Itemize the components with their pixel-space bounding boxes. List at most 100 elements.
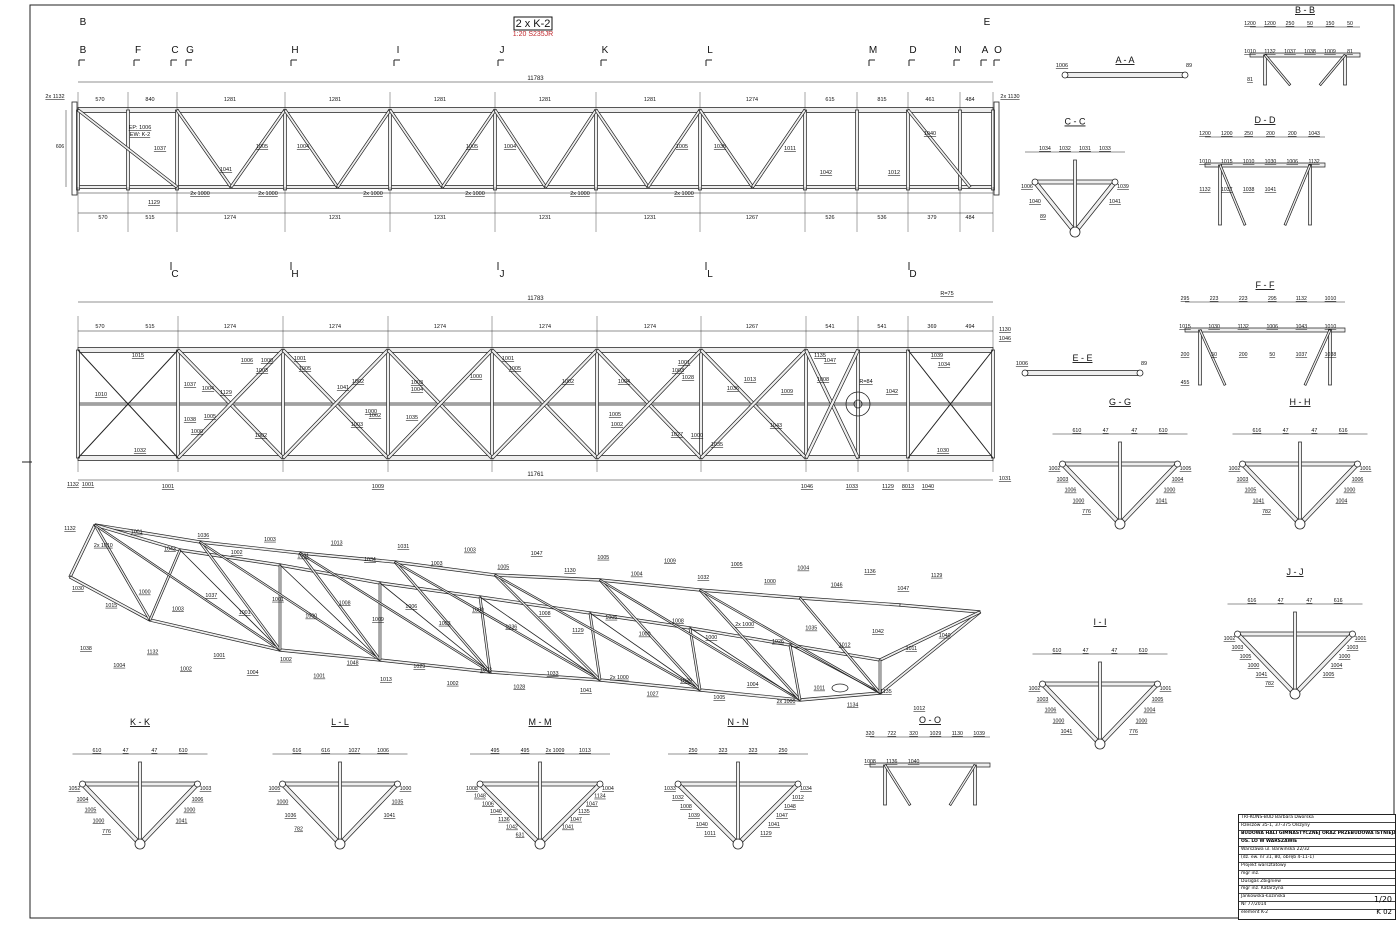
section-label: 81 [1247,77,1253,83]
member-label: 2x 1132 [45,94,64,100]
section-label: 1047 [570,817,582,823]
section-web [1040,682,1102,746]
dimension-bottom: 536 [877,215,886,221]
section-label: 1041 [176,818,188,824]
section-label: 1048 [784,804,796,810]
section-title: K - K [130,717,150,727]
member-label: 1005 [509,366,521,372]
section-label: 1038 [1243,187,1255,193]
transverse-member [386,349,390,459]
section-post [138,761,142,845]
iso-label: 1004 [747,682,759,688]
member-label: 1046 [801,484,813,490]
dimension-top: 1281 [329,97,341,103]
section-top-node [1349,630,1356,638]
member-label: 1003 [672,368,684,374]
section-label: 1001 [1160,686,1172,692]
diagonal [76,108,179,189]
section-label: 1004 [1336,498,1348,504]
section-marker-top: H [291,45,298,56]
section-label: 47 [1083,648,1089,654]
dimension-top: 570 [95,97,104,103]
member-label: 1034 [938,362,950,368]
iso-label: 1041 [580,688,592,694]
iso-label: 1034 [364,557,376,563]
iso-label: 1004 [113,663,125,669]
drawing-title: 2 x K-2 [516,18,551,30]
tb-sheet-number: K 02 [1376,908,1392,917]
section-post [1118,441,1122,525]
member-label: 1004 [411,387,423,393]
iso-label: 1005 [497,564,509,570]
section-post [1198,329,1202,386]
member-label: 1030 [937,448,949,454]
section-post [1218,164,1222,226]
member-label: 1037 [154,146,166,152]
iso-post [393,560,492,674]
section-label: 1136 [498,817,509,823]
iso-label: 1013 [380,677,392,683]
vertical-post [388,109,392,191]
iso-label: 1135 [880,689,891,695]
section-label: 1032 [1059,146,1071,152]
section-label: 1000 [1053,718,1065,724]
section-label: 1005 [1240,654,1252,660]
section-label: 1004 [1331,663,1343,669]
tb-scale: 1/20 [1374,895,1392,905]
section-label: 250 [779,748,788,754]
section-top-node [1234,630,1241,638]
section-label: 722 [887,731,896,737]
section-label: 1046 [490,809,502,815]
section-label: 250 [1286,21,1295,27]
section-bottom-node [134,838,146,850]
dimension-top: 369 [927,324,936,330]
section-label: 1000 [1136,718,1148,724]
section-label: 89 [1186,63,1192,69]
iso-label: 1032 [697,575,709,581]
section-top-node [279,780,286,788]
iso-diagonal-light [479,596,601,681]
section-marker-bottom: D [909,269,916,280]
iso-diagonal-light [789,644,881,694]
transverse-member [804,349,808,459]
iso-label: 2x 1000 [610,675,629,681]
iso-chord [68,523,97,579]
section-label: 495 [521,748,530,754]
section-label: 1008 [864,759,876,765]
section-post [736,761,740,845]
section-label: 81 [1347,49,1353,55]
iso-label: 1003 [172,606,184,612]
section-label: 1034 [1039,146,1051,152]
section-label: 1132 [1296,296,1307,302]
section-bottom-node [1289,688,1301,700]
iso-label: 1037 [205,593,217,599]
tb-element: element K-2 [1241,910,1268,916]
dimension-bottom: 1267 [746,215,758,221]
section-label: 1013 [579,748,591,754]
member-label: 1009 [781,389,793,395]
diagonal [175,108,233,189]
diagonal [388,108,445,189]
section-marker-bottom: L [707,269,713,280]
x-brace [386,348,494,460]
iso-post [298,551,382,662]
member-label: 1002 [611,422,623,428]
section-label: 1001 [1355,636,1367,642]
section-member [1064,72,1186,78]
diagonal [543,108,598,189]
transverse-member [76,349,80,459]
transverse-member [281,349,285,459]
section-bottom-node [1094,738,1106,750]
member-label: 1000 [365,409,377,415]
section-title: G - G [1109,397,1131,407]
member-label: 1027 [671,432,683,438]
member-label: 1001 [82,482,94,488]
member-label: 2x 1000 [674,191,694,197]
section-label: 1009 [1324,49,1336,55]
section-label: 1010 [1243,159,1255,165]
